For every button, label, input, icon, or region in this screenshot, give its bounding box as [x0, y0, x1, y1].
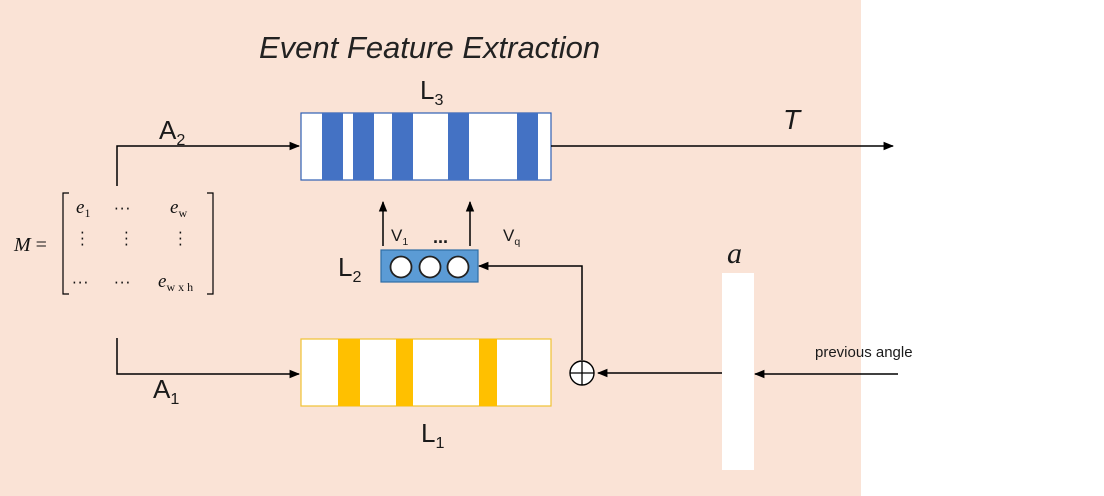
vector-ellipsis: ... [433, 227, 449, 247]
layer-l1-bar [396, 339, 413, 406]
sum-circled-plus-icon [569, 360, 595, 386]
matrix-cell-vdots: ··· [80, 224, 85, 254]
matrix-cell-hdots: ··· [114, 200, 132, 218]
matrix-cell-vdots: ··· [178, 224, 183, 254]
matrix-cell-vdots: ··· [124, 224, 129, 254]
neuron-circle-icon [418, 255, 442, 279]
panel-background [0, 0, 861, 496]
layer-l1 [300, 338, 552, 407]
connectors [116, 141, 898, 379]
branch-a2-label: A2 [159, 115, 186, 149]
previous-angle-label: previous angle [815, 344, 913, 361]
layer-l3-bar [322, 113, 343, 180]
layer-l1-label: L1 [421, 418, 445, 452]
neuron-circle-icon [389, 255, 413, 279]
matrix-cell-hdots: ··· [72, 274, 90, 292]
layer-l2-label: L2 [338, 252, 362, 286]
matrix-symbol: M = [14, 234, 47, 256]
matrix-cell-ewxh: ew x h [158, 271, 194, 294]
a1-arrow [116, 338, 301, 379]
output-t-label: T [783, 104, 801, 135]
layer-l1-bar [338, 339, 360, 406]
sum-to-l2-arrow [477, 261, 583, 360]
layer-l2 [380, 249, 479, 283]
angle-symbol: a [727, 237, 742, 270]
a2-arrow [116, 141, 301, 186]
layer-l3-bar [353, 113, 374, 180]
neuron-circle-icon [446, 255, 470, 279]
matrix-cell-ew: ew [170, 197, 188, 220]
branch-a1-label: A1 [153, 374, 180, 408]
matrix-brackets [62, 192, 214, 295]
layer-l3-label: L3 [420, 75, 444, 109]
layer-l1-bar [479, 339, 497, 406]
angle-column [722, 273, 754, 470]
layer-l3-bar [448, 113, 469, 180]
vector-v1-label: V1 [391, 226, 409, 248]
layer-l3-bar [517, 113, 538, 180]
layer-l3 [300, 112, 552, 181]
diagram-title: Event Feature Extraction [259, 30, 601, 65]
layer-l3-bar [392, 113, 413, 180]
vector-vq-label: Vq [503, 226, 521, 248]
matrix-cell-hdots: ··· [114, 274, 132, 292]
matrix-cell-e1: e1 [76, 197, 91, 220]
